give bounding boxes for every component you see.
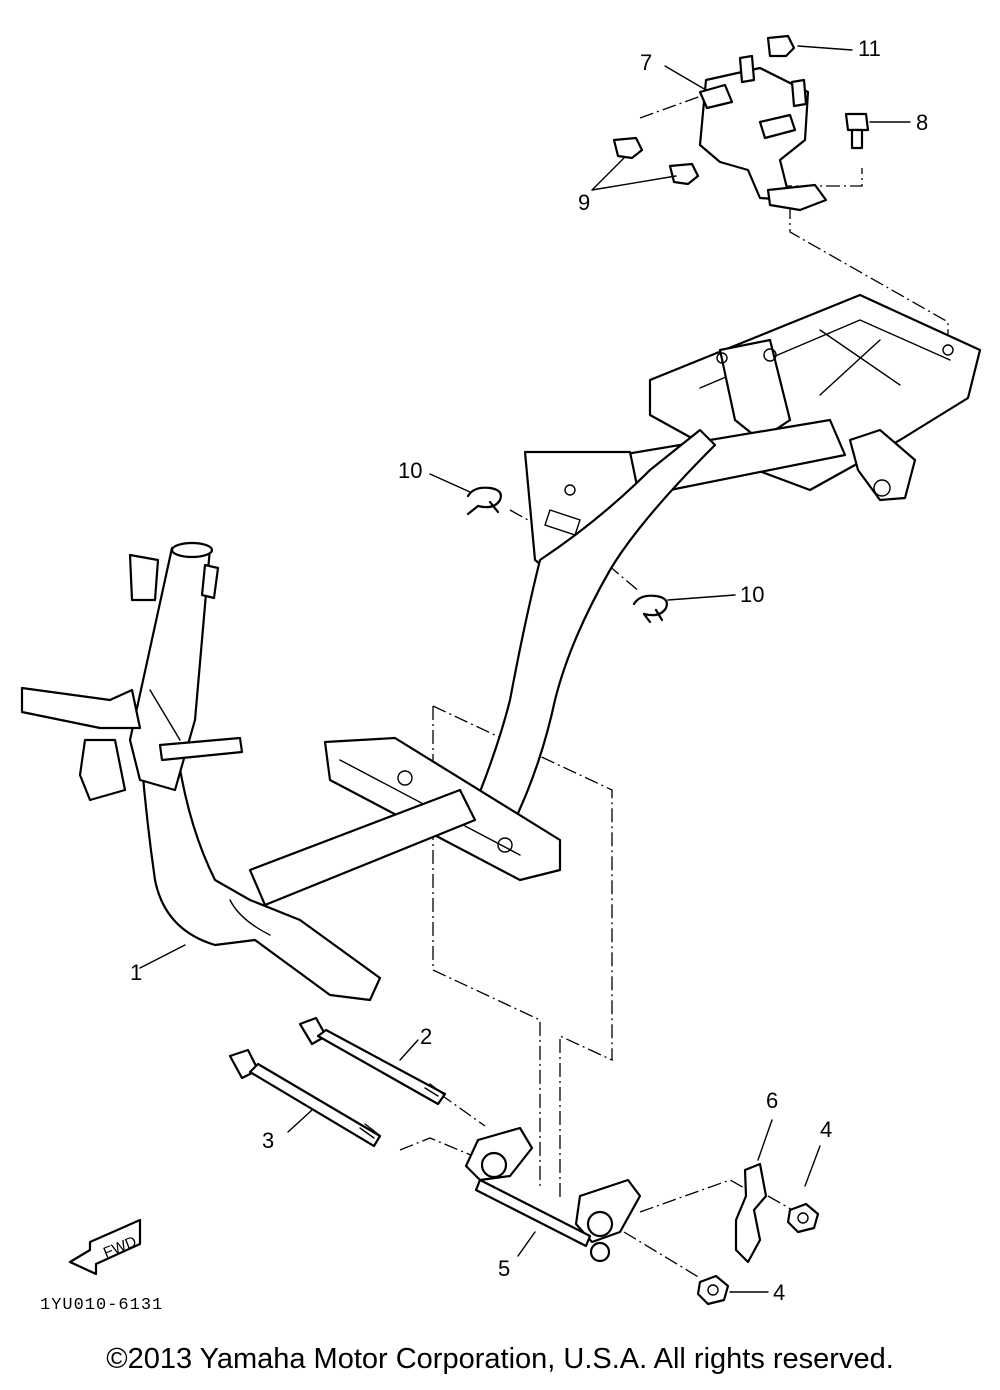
cushion-9b [668,162,700,186]
main-frame [20,293,982,1002]
clamp-10a [466,486,502,516]
clamp-10b [632,594,668,624]
callout-2: 2 [420,1024,432,1049]
callout-1: 1 [130,960,142,985]
bolt-2 [298,1016,447,1106]
callout-4b: 4 [773,1280,785,1305]
diagram-code: 1YU010-6131 [40,1296,164,1315]
leader-lines [139,45,911,1293]
cushion-9a [612,136,644,160]
callout-10b: 10 [740,582,764,607]
bracket-7 [698,54,828,212]
callout-11: 11 [858,36,881,61]
callout-4a: 4 [820,1117,832,1142]
bolt-8 [844,112,870,150]
engine-mount-5 [464,1126,642,1263]
nut-4b [696,1274,730,1306]
callout-5: 5 [498,1256,510,1281]
bracket-6 [734,1162,768,1264]
callout-10a: 10 [398,458,422,483]
fwd-arrow-icon: FWD [68,1218,142,1276]
callout-8: 8 [916,110,928,135]
bolt-3 [228,1048,382,1148]
copyright-footer: ©2013 Yamaha Motor Corporation, U.S.A. A… [106,1343,894,1375]
cap-11 [766,34,796,58]
callout-3: 3 [262,1128,274,1153]
parts-diagram: FWD 1 2 3 4 4 5 6 7 8 9 10 10 11 [20,34,982,1306]
callout-9: 9 [578,190,590,215]
callout-6: 6 [766,1088,778,1113]
assembly-guide-lines [399,94,949,1279]
nut-4a [786,1202,820,1234]
callout-7: 7 [640,50,652,75]
